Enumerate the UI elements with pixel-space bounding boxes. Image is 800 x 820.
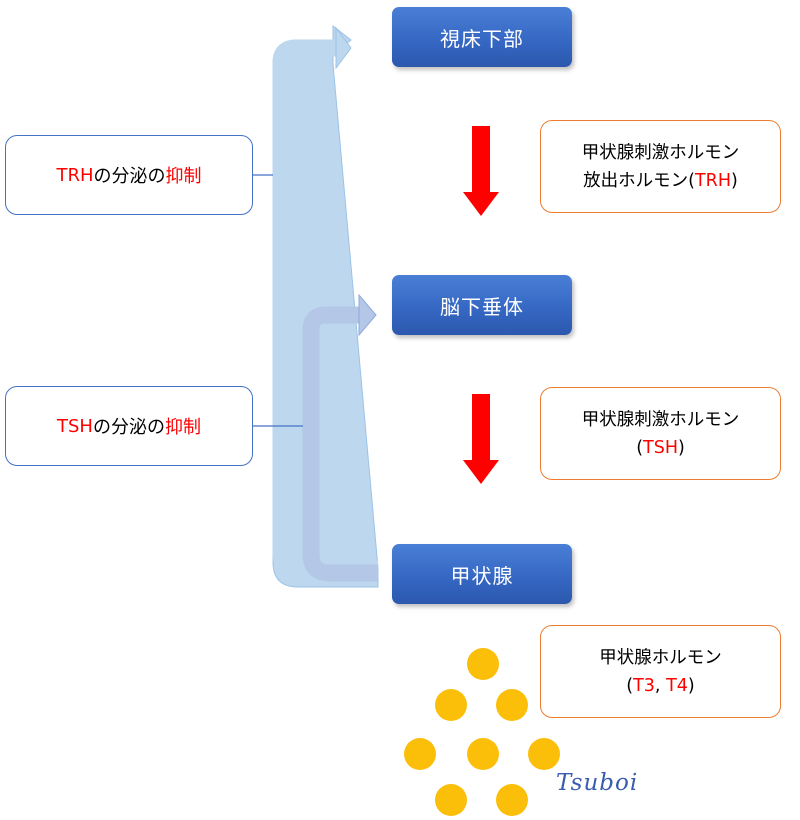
hormone-trh-line1: 甲状腺刺激ホルモン <box>581 142 740 163</box>
author-signature: Tsuboi <box>556 770 639 796</box>
hormone-molecule-dot <box>435 784 467 816</box>
hormone-t3t4-line1: 甲状腺ホルモン <box>599 647 722 668</box>
hormone-molecule-dot <box>467 738 499 770</box>
inhibit-trh-middle: の分泌の <box>93 166 166 187</box>
hormone-molecule-dot <box>404 738 436 770</box>
hormone-molecule-dot <box>496 689 528 721</box>
hormone-molecule-dot <box>496 784 528 816</box>
hormone-t3t4-line2: (T3, T4) <box>626 675 695 696</box>
inhibit-tsh-code: TSH <box>57 415 93 437</box>
red-down-arrow-icon <box>463 394 499 484</box>
hormone-tsh-line2: (TSH) <box>636 437 685 458</box>
inhibit-trh-action: 抑制 <box>165 166 202 187</box>
organ-pituitary: 脳下垂体 <box>392 275 572 335</box>
inhibit-trh-code: TRH <box>56 164 94 186</box>
hormone-molecule-dot <box>528 738 560 770</box>
hormone-tsh-line1: 甲状腺刺激ホルモン <box>581 409 740 430</box>
organ-thyroid: 甲状腺 <box>392 544 572 604</box>
inhibit-tsh-middle: の分泌の <box>92 417 165 438</box>
hormone-trh-line2: 放出ホルモン(TRH) <box>583 170 738 191</box>
red-down-arrow-icon <box>463 126 499 216</box>
inhibit-tsh-action: 抑制 <box>164 417 201 438</box>
hormone-box-trh: 甲状腺刺激ホルモン 放出ホルモン(TRH) <box>540 120 781 213</box>
hormone-box-tsh: 甲状腺刺激ホルモン (TSH) <box>540 387 781 480</box>
hormone-box-t3t4: 甲状腺ホルモン (T3, T4) <box>540 625 781 718</box>
hormone-molecule-dot <box>435 689 467 721</box>
feedback-arrow-outer-band <box>272 39 378 578</box>
hormone-molecule-dot <box>467 648 499 680</box>
feedback-arrow-to-pituitary <box>302 306 378 582</box>
organ-hypothalamus: 視床下部 <box>392 7 572 67</box>
